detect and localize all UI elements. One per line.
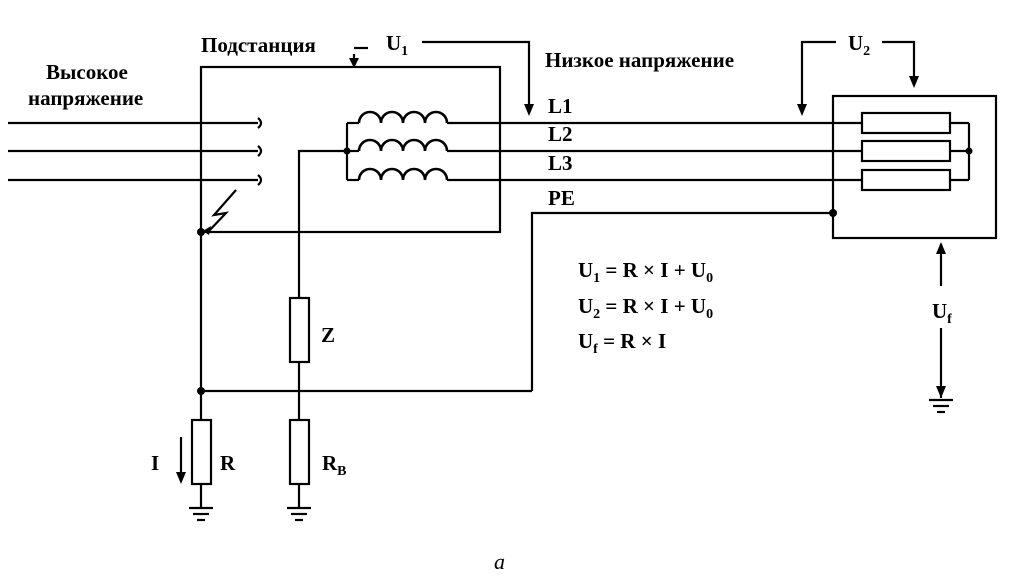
- neutral-conductor: [297, 149, 347, 298]
- high-voltage-label-2: напряжение: [28, 86, 143, 110]
- resistor-r: [190, 418, 213, 486]
- u1-label: U1: [386, 31, 408, 59]
- pe-conductor: [530, 211, 833, 391]
- impedance-z: [288, 296, 311, 364]
- consumer-loads: [860, 111, 973, 192]
- u2-label: U2: [848, 31, 870, 59]
- ground-uf-icon: [929, 398, 953, 414]
- substation-box: [199, 65, 502, 234]
- uf-label: Uf: [932, 299, 952, 327]
- r-label: R: [220, 451, 236, 475]
- pe-label: PE: [548, 186, 575, 210]
- consumer-box: [831, 94, 998, 240]
- ground-r-icon: [189, 506, 213, 522]
- l2-label: L2: [548, 122, 573, 146]
- rb-label: RB: [322, 451, 347, 479]
- resistor-rb: [288, 418, 311, 486]
- transformer-windings: [343, 110, 449, 182]
- equation-1: U1 = R × I + U0: [578, 258, 713, 286]
- current-label: I: [151, 451, 159, 475]
- high-voltage-lines: [8, 117, 263, 186]
- high-voltage-label-1: Высокое: [46, 60, 128, 84]
- figure-caption: a: [494, 549, 505, 574]
- equation-3: Uf = R × I: [578, 329, 666, 357]
- phase-lines: [447, 121, 862, 182]
- l3-label: L3: [548, 151, 573, 175]
- ground-rb-icon: [287, 506, 311, 522]
- low-voltage-label: Низкое напряжение: [545, 48, 734, 72]
- l1-label: L1: [548, 94, 573, 118]
- substation-label: Подстанция: [201, 33, 316, 57]
- fault-symbol: [207, 189, 237, 233]
- equation-2: U2 = R × I + U0: [578, 294, 713, 322]
- z-label: Z: [321, 323, 335, 347]
